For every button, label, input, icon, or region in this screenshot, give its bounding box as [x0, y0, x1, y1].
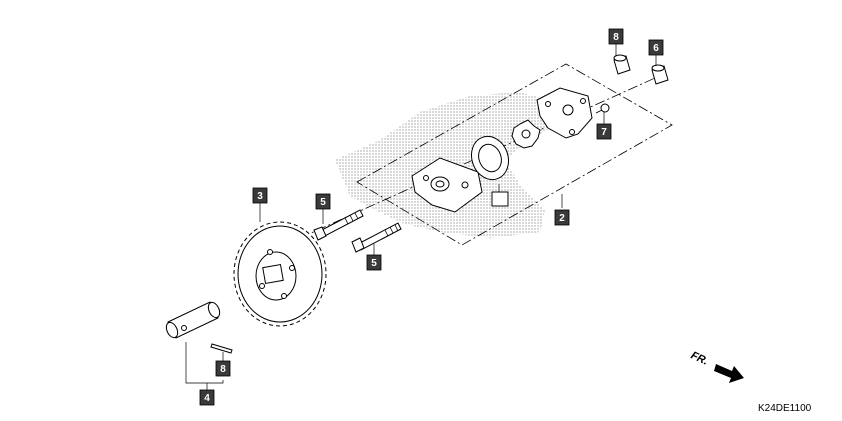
collar-8: [613, 54, 631, 75]
callout-5-upper: 5: [315, 193, 331, 210]
pin-8: [210, 343, 233, 354]
callout-6: 6: [648, 39, 664, 56]
callout-2: 2: [554, 209, 570, 226]
screw-7: [595, 103, 610, 114]
outer-rotor: [470, 135, 510, 181]
front-direction-indicator: FR.: [689, 349, 744, 383]
pump-cover: [536, 87, 593, 139]
inner-rotor: [511, 119, 541, 149]
callout-8-upper: 8: [608, 28, 624, 45]
pump-shaft: [165, 301, 221, 339]
callout-8-upper-label: 8: [613, 32, 619, 43]
assembly-outline-dashed: [356, 63, 673, 246]
bolt-lower: [351, 222, 402, 253]
callout-8-lower-label: 8: [220, 364, 226, 375]
callout-5-lower-label: 5: [371, 258, 377, 269]
bolt-upper: [313, 209, 364, 241]
callout-8-lower: 8: [215, 360, 231, 377]
callout-3: 3: [252, 187, 268, 204]
front-direction-label: FR.: [689, 349, 710, 367]
callout-7: 7: [596, 123, 612, 140]
diagram-reference-code: K24DE1100: [758, 403, 812, 414]
driven-gear: [233, 221, 327, 327]
callout-7-label: 7: [601, 127, 607, 138]
leader-lines: [185, 44, 657, 390]
oil-pump-body: [411, 157, 483, 213]
callout-4-label: 4: [204, 393, 210, 404]
front-arrow-icon: [714, 364, 744, 383]
callout-3-label: 3: [257, 191, 263, 202]
callout-6-label: 6: [653, 43, 659, 54]
callout-2-label: 2: [559, 213, 565, 224]
square-dowel: [491, 191, 509, 207]
collar-6: [651, 64, 669, 85]
callout-5-upper-label: 5: [320, 197, 326, 208]
callout-4: 4: [199, 389, 215, 406]
callout-5-lower: 5: [366, 254, 382, 271]
